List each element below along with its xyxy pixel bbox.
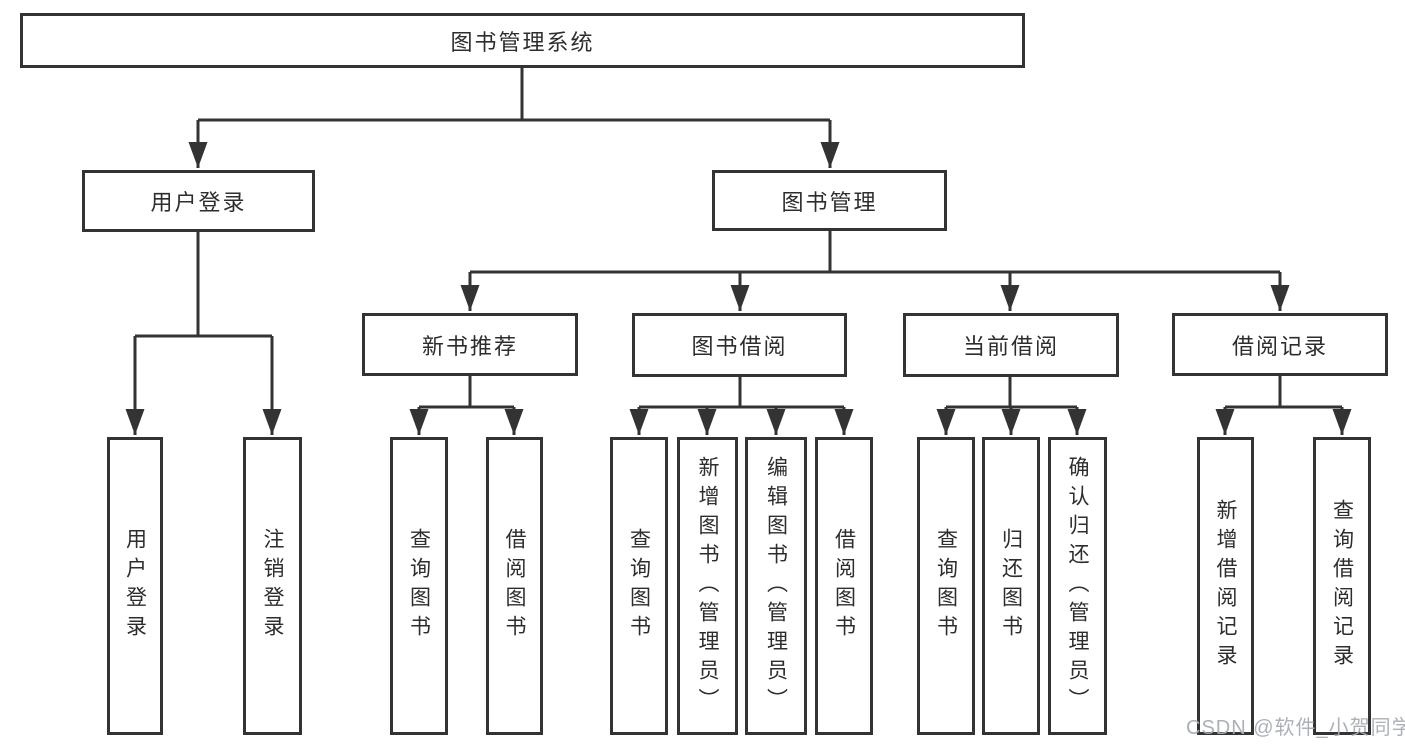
connector-book-mgmt-group (460, 231, 1290, 311)
leaf-query-books-current: 查询图书 (917, 437, 975, 735)
node-book-management: 图书管理 (712, 170, 947, 231)
node-book-borrow: 图书借阅 (632, 313, 847, 377)
leaf-logout: 注销登录 (243, 437, 302, 735)
leaf-add-borrow-record: 新增借阅记录 (1197, 437, 1254, 735)
leaf-query-borrow-record-label: 查询借阅记录 (1330, 499, 1354, 673)
node-user-login-label: 用户登录 (150, 190, 247, 215)
connector-current-borrow-group (936, 376, 1087, 435)
leaf-return-books: 归还图书 (982, 437, 1040, 735)
leaf-query-books-current-label: 查询图书 (934, 528, 958, 644)
leaf-add-books-admin: 新增图书（管理员） (677, 437, 738, 735)
leaf-confirm-return-admin-label: 确认归还（管理员） (1066, 455, 1089, 717)
node-current-borrow: 当前借阅 (903, 313, 1119, 377)
leaf-query-books-borrow: 查询图书 (610, 437, 668, 735)
leaf-add-books-admin-label: 新增图书（管理员） (696, 455, 719, 717)
connector-book-borrow-group (629, 376, 854, 435)
leaf-edit-books-admin-label: 编辑图书（管理员） (764, 455, 788, 717)
connector-user-login-group (125, 232, 282, 435)
leaf-confirm-return-admin: 确认归还（管理员） (1048, 437, 1107, 735)
leaf-logout-label: 注销登录 (261, 528, 284, 644)
node-user-login: 用户登录 (82, 170, 315, 232)
connector-root-to-level2 (188, 68, 840, 168)
node-root-system: 图书管理系统 (20, 13, 1025, 68)
leaf-user-login: 用户登录 (107, 437, 163, 735)
leaf-user-login-label: 用户登录 (123, 528, 147, 644)
node-new-book-recommend-label: 新书推荐 (421, 333, 518, 359)
node-book-management-label: 图书管理 (781, 189, 878, 215)
node-borrow-records-label: 借阅记录 (1231, 333, 1328, 359)
node-new-book-recommend: 新书推荐 (362, 313, 578, 376)
leaf-borrow-books: 借阅图书 (815, 437, 873, 735)
node-borrow-records: 借阅记录 (1172, 313, 1388, 376)
leaf-query-books-borrow-label: 查询图书 (627, 528, 651, 644)
connector-new-book-group (409, 376, 524, 435)
csdn-watermark: CSDN @软件_小贺同学 (1186, 717, 1405, 739)
leaf-edit-books-admin: 编辑图书（管理员） (745, 437, 807, 735)
leaf-query-books-recommend: 查询图书 (390, 437, 448, 735)
leaf-borrow-books-recommend: 借阅图书 (486, 437, 543, 735)
leaf-borrow-books-recommend-label: 借阅图书 (503, 528, 526, 644)
leaf-borrow-books-label: 借阅图书 (832, 528, 856, 644)
leaf-query-borrow-record: 查询借阅记录 (1313, 437, 1371, 735)
node-root-system-label: 图书管理系统 (450, 29, 595, 55)
node-book-borrow-label: 图书借阅 (691, 334, 788, 359)
node-current-borrow-label: 当前借阅 (962, 334, 1059, 359)
leaf-add-borrow-record-label: 新增借阅记录 (1214, 499, 1237, 673)
leaf-query-books-recommend-label: 查询图书 (407, 528, 431, 644)
connector-borrow-records-group (1215, 376, 1352, 435)
leaf-return-books-label: 归还图书 (999, 528, 1023, 644)
